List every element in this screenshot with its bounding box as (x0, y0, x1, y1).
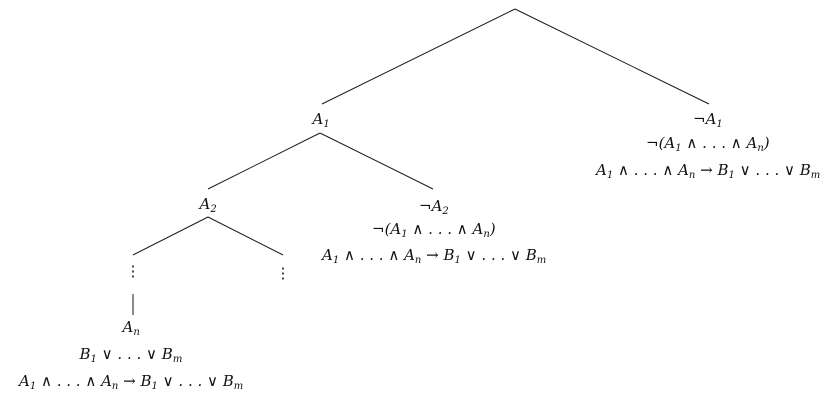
node-a2: A2 (199, 195, 217, 215)
subscript: 2 (442, 206, 449, 217)
subscript: 1 (675, 143, 682, 154)
edge-a2-dots-right (207, 216, 284, 256)
subscript: 1 (323, 119, 330, 130)
subscript: 1 (29, 381, 37, 392)
edge-a2-dots-left (132, 216, 209, 256)
edge-root-not-a1 (514, 8, 710, 105)
node-dots-right: ⋮ (275, 264, 291, 282)
node-not-a2: ¬A2 (419, 197, 449, 217)
subscript: n (111, 381, 119, 392)
subscript: 1 (90, 354, 97, 365)
node-not-a1-negated-conjunction: ¬(A1 ∧ . . . ∧ An) (646, 134, 770, 154)
subscript: m (536, 255, 547, 266)
subscript: 1 (332, 255, 340, 266)
node-not-a2-implication: A1 ∧ . . . ∧ An → B1 ∨ . . . ∨ Bm (322, 246, 547, 266)
node-a1: A1 (312, 110, 330, 130)
subscript: n (483, 229, 490, 240)
subscript: m (233, 381, 244, 392)
subscript: 1 (606, 170, 614, 181)
subscript: m (810, 170, 821, 181)
subscript: n (757, 143, 764, 154)
node-not-a2-negated-conjunction: ¬(A1 ∧ . . . ∧ An) (372, 220, 496, 240)
subscript: 2 (210, 204, 217, 215)
node-not-a1: ¬A1 (693, 110, 723, 130)
edge-a1-a2 (207, 132, 321, 190)
subscript: n (688, 170, 696, 181)
subscript: 1 (151, 381, 158, 392)
subscript: m (172, 354, 183, 365)
subscript: 1 (401, 229, 408, 240)
subscript: 1 (716, 119, 723, 130)
node-dots-left: ⋮ (125, 262, 141, 280)
edge-a1-not-a2 (319, 132, 434, 190)
node-not-a1-implication: A1 ∧ . . . ∧ An → B1 ∨ . . . ∨ Bm (596, 161, 821, 181)
edge-root-a1 (321, 8, 516, 105)
node-an-implication: A1 ∧ . . . ∧ An → B1 ∨ . . . ∨ Bm (19, 372, 244, 392)
node-an: An (122, 318, 140, 338)
subscript: 1 (728, 170, 735, 181)
subscript: n (133, 327, 140, 338)
node-an-disjunction: B1 ∨ . . . ∨ Bm (79, 345, 183, 365)
subscript: 1 (454, 255, 461, 266)
subscript: n (414, 255, 422, 266)
